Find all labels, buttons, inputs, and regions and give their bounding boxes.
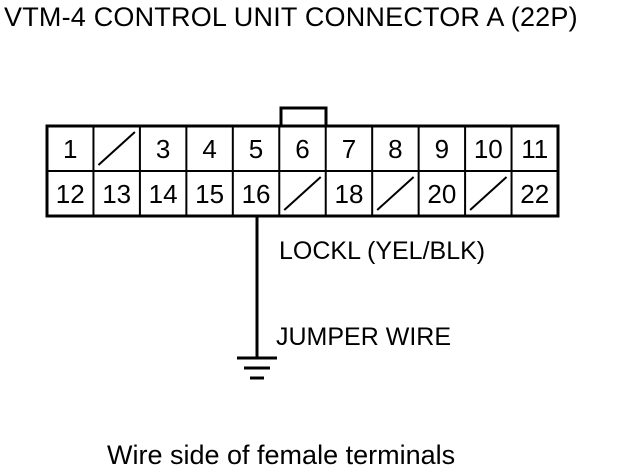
cavity-number-14: 14: [149, 179, 178, 209]
jumper-wire-label: JUMPER WIRE: [276, 323, 451, 351]
cavity-number-6: 6: [295, 134, 309, 164]
empty-cavity-slash-icon: [376, 176, 415, 211]
cavity-number-3: 3: [156, 134, 170, 164]
page-title: VTM-4 CONTROL UNIT CONNECTOR A (22P): [4, 2, 578, 32]
empty-cavity-slash-icon: [283, 176, 322, 211]
cavity-number-13: 13: [102, 179, 131, 209]
cavity-number-15: 15: [195, 179, 224, 209]
cavity-number-20: 20: [427, 179, 456, 209]
cavity-number-5: 5: [249, 134, 263, 164]
lockl-wire-label: LOCKL (YEL/BLK): [279, 237, 485, 265]
cavity-number-22: 22: [520, 179, 549, 209]
connector-lock-tab: [279, 106, 328, 128]
empty-cavity-slash-icon: [469, 176, 508, 211]
cavity-number-12: 12: [56, 179, 85, 209]
cavity-number-4: 4: [202, 134, 216, 164]
cavity-number-16: 16: [242, 179, 271, 209]
cavity-number-7: 7: [342, 134, 356, 164]
cavity-number-11: 11: [521, 134, 548, 164]
cavity-number-8: 8: [388, 134, 402, 164]
caption: Wire side of female terminals: [107, 440, 456, 470]
cavity-number-10: 10: [474, 134, 503, 164]
connector-cell-dividers: [92, 126, 513, 216]
empty-cavity-slash-icon: [97, 131, 136, 166]
cavity-number-1: 1: [63, 134, 77, 164]
cavity-number-18: 18: [334, 179, 363, 209]
ground-symbol-icon: [237, 356, 277, 380]
cavity-number-9: 9: [435, 134, 449, 164]
